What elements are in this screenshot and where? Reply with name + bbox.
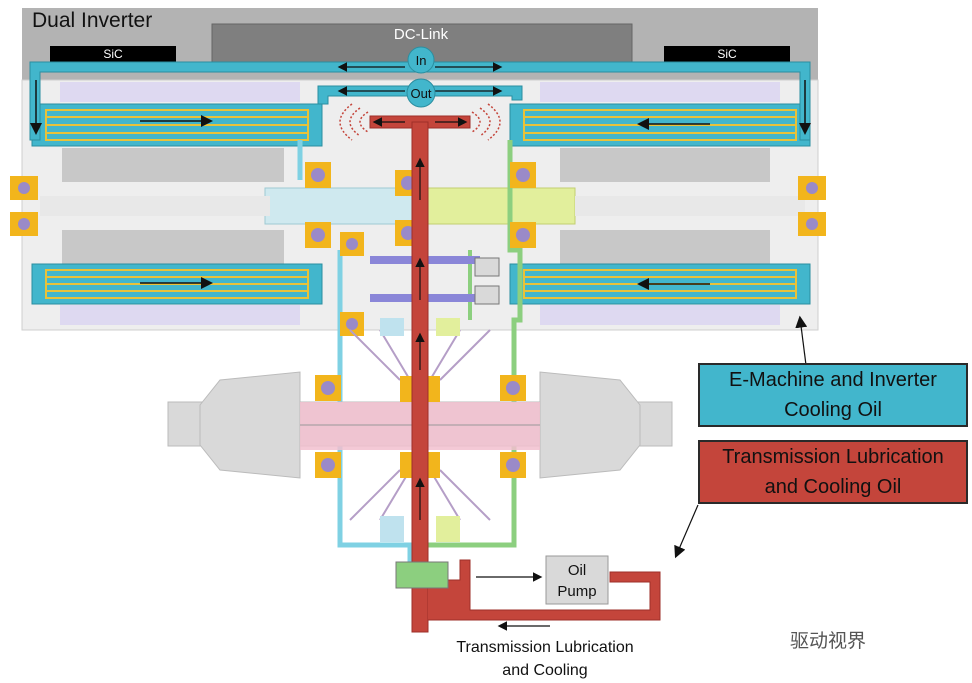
rotor-right-bottom [560,230,770,264]
inlet-label: In [416,53,427,68]
spray-nozzle-left [339,103,369,141]
left-shaft-stub [40,196,270,216]
dc-link-label: DC-Link [394,26,449,43]
legend-leader-cooling [795,315,808,366]
outlet-label: Out [411,86,432,101]
oil-inlet-port [407,46,435,74]
right-motor-shaft [419,187,576,225]
rotor-right-top [560,148,770,182]
cooling-channel-top [29,61,811,141]
legend-lubrication-text: Transmission Lubrication and Cooling Oil [722,446,944,498]
stator-winding-left-top [31,103,323,147]
diagram-title: Dual Inverter [32,9,152,32]
stator-back-left-bottom [60,305,300,325]
legend-cooling-text: E-Machine and Inverter Cooling Oil [729,369,937,421]
bottom-caption: Transmission Lubrication and Cooling [456,639,634,679]
stator-back-left-top [60,82,300,102]
left-motor-shaft [264,187,416,225]
stator-winding-left-bottom [31,263,323,305]
green-return-line [420,140,523,548]
pump-loop [428,559,661,621]
oil-sump [395,561,449,589]
oil-pump-block [545,555,609,605]
rotor-left-top [62,148,284,182]
watermark: 驱动视界 [790,630,867,652]
gear-spokes [349,329,491,521]
sic-module-left [50,46,176,62]
sic-module-right [664,46,790,62]
stator-back-right-top [540,82,780,102]
oil-pump-label-line1: Oil [568,562,586,579]
sic-label-left: SiC [103,47,123,61]
oil-outlet-port [406,78,436,108]
parking-pawl [474,257,500,277]
legend-leader-lubrication [674,504,699,559]
right-shaft-stub [575,196,805,216]
stator-back-right-bottom [540,305,780,325]
stator-winding-right-bottom [509,263,811,305]
sic-label-right: SiC [717,47,737,61]
oil-pump-label-line2: Pump [557,583,596,600]
legend-cooling-oil: E-Machine and Inverter Cooling Oil [698,363,968,427]
legend-lubrication-oil: Transmission Lubrication and Cooling Oil [698,440,968,504]
spray-nozzle-right [471,103,501,141]
stator-winding-right-top [509,103,811,147]
lubrication-riser [411,121,429,633]
rotor-left-bottom [62,230,284,264]
parking-pawl-lower [474,285,500,305]
